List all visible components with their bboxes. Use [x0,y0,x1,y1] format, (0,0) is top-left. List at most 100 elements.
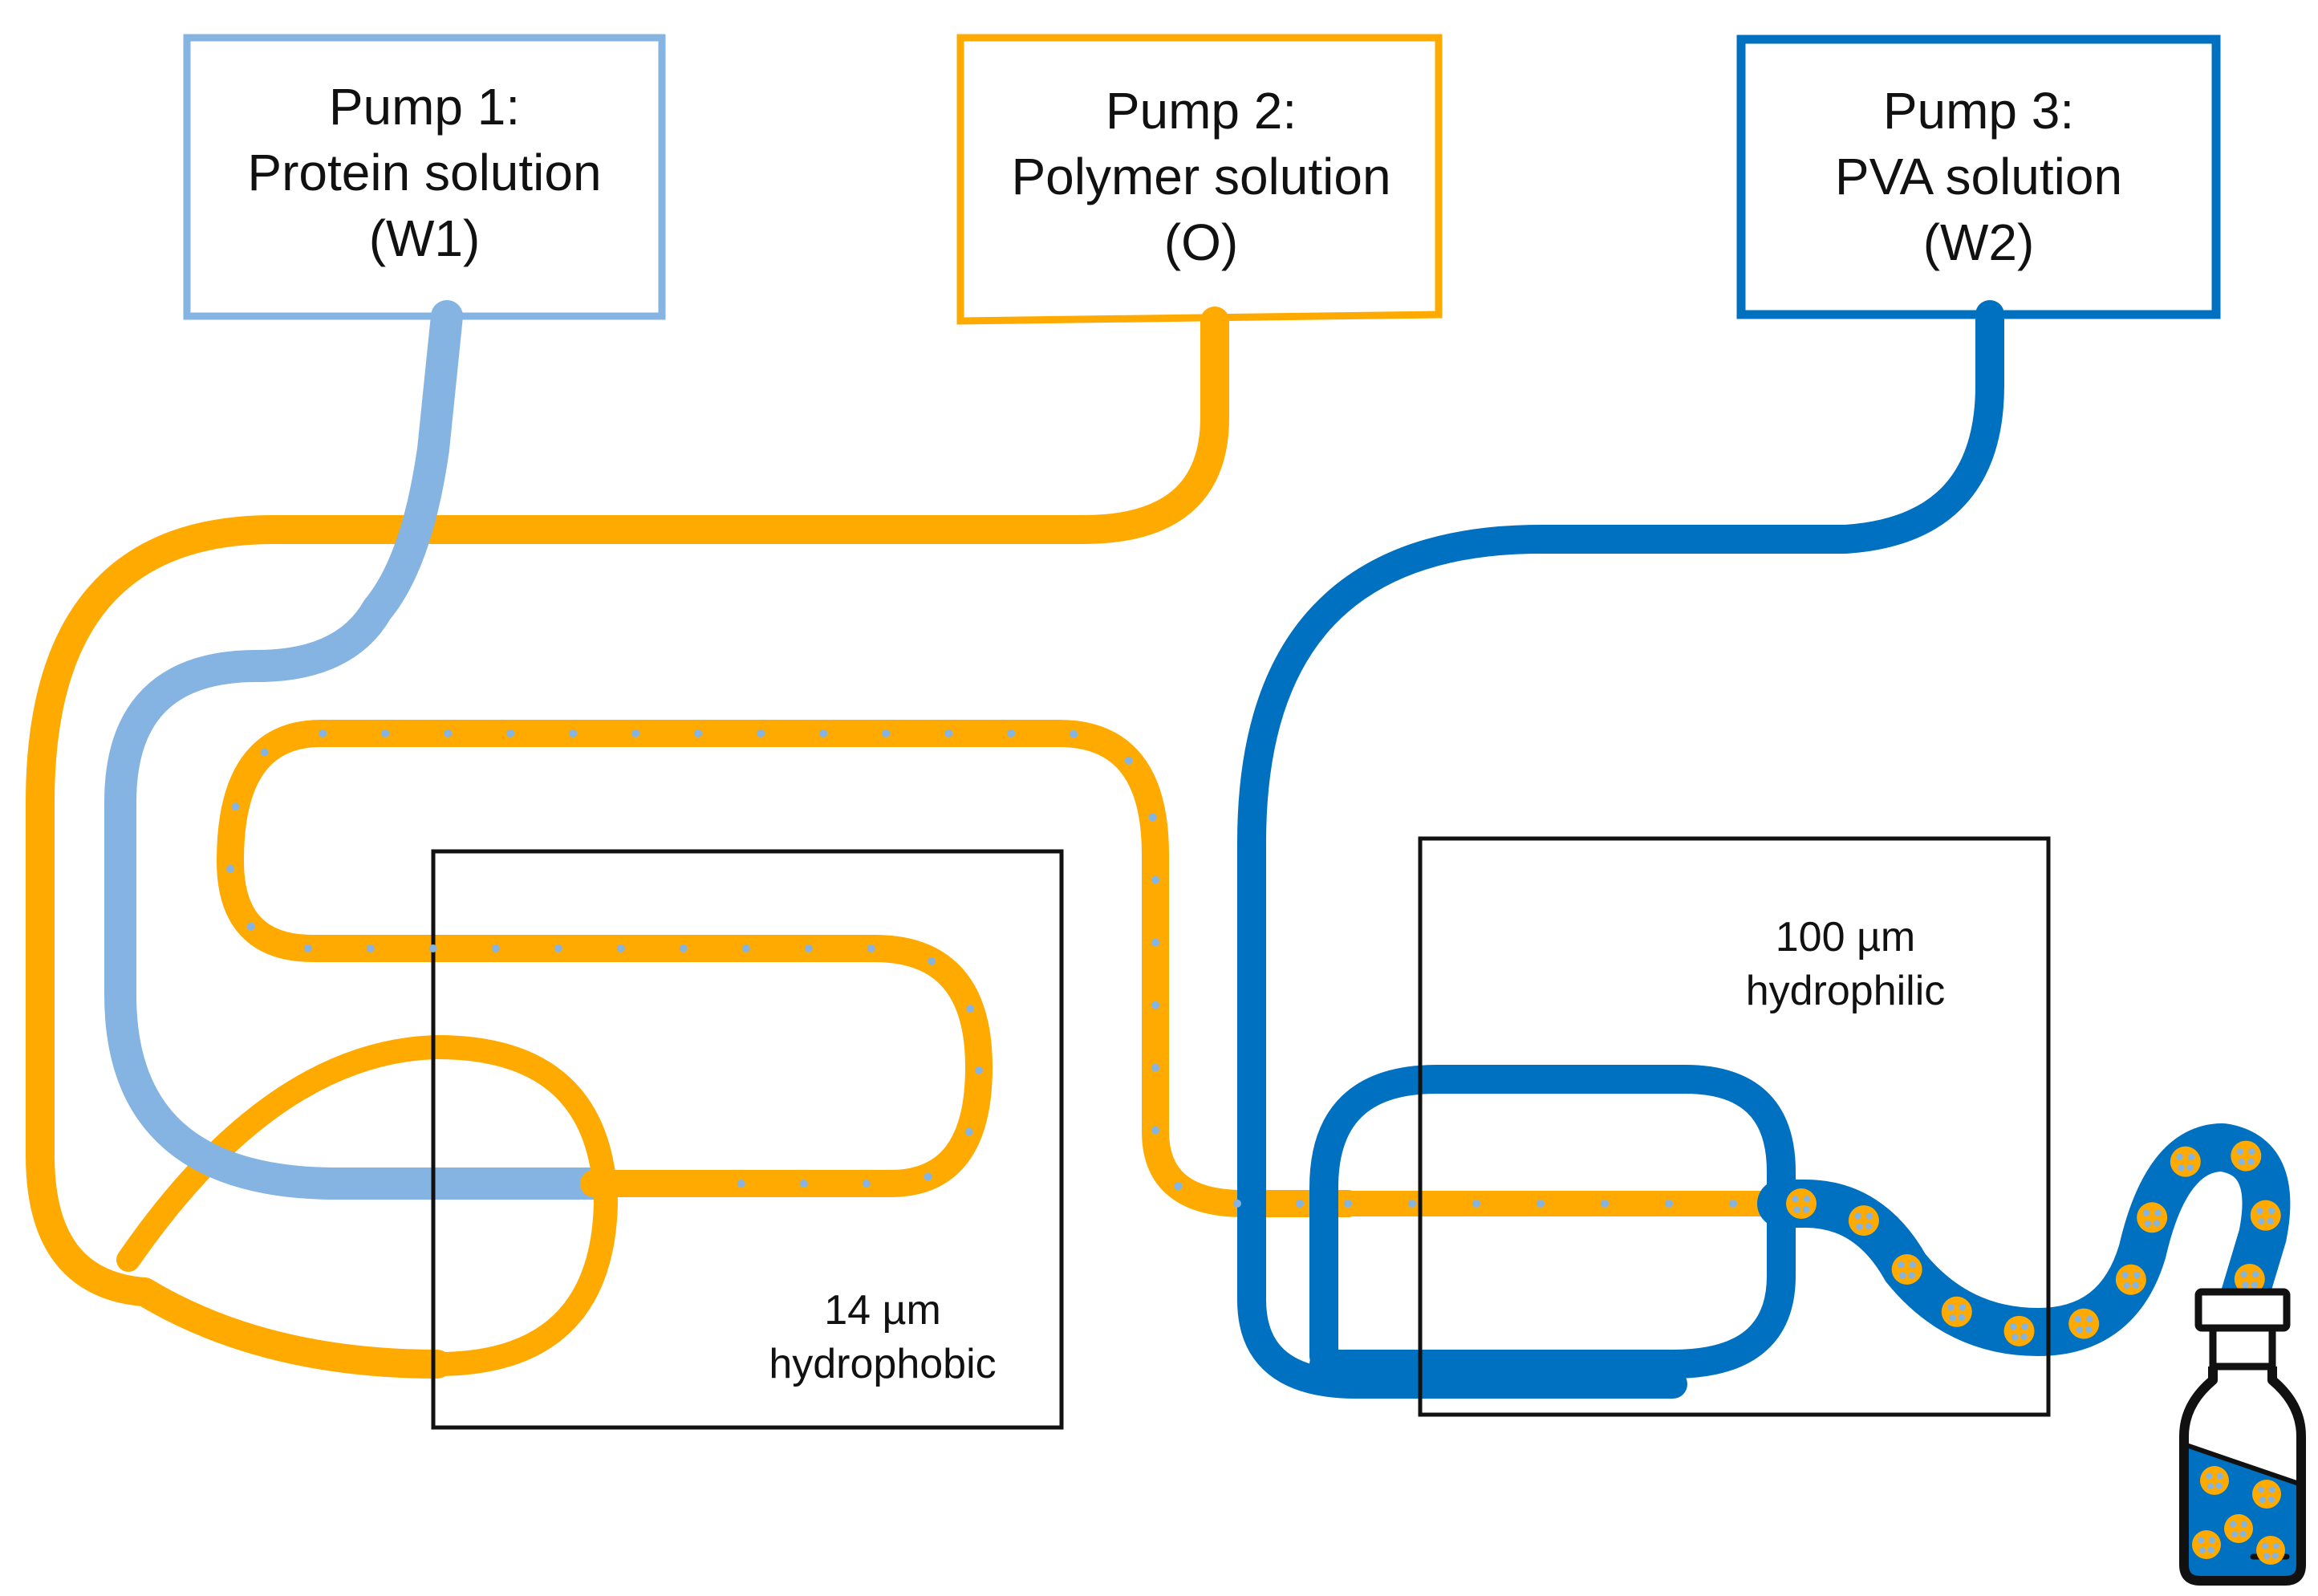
pump3-box: Pump 3: PVA solution (W2) [1736,35,2221,319]
particle-core [2268,1486,2275,1493]
particle-core [2239,1530,2247,1537]
chip1-frame [431,849,1064,1430]
particle-core [2251,1281,2259,1289]
particle-icon [2224,1514,2253,1543]
w1-droplet [741,944,750,952]
particle-core [1899,1272,1906,1279]
chip2-size-label: 100 µm [1776,914,1915,960]
particle-core [2208,1537,2215,1544]
particle-core [2258,1218,2265,1225]
particle-core [2231,1531,2238,1538]
w1-droplet [303,944,312,952]
pump3-label-title: Pump 3: [1883,82,2074,140]
particle-core [2021,1323,2028,1330]
w1-o-droplet-channel [217,720,1362,1217]
w1-droplet [975,1066,983,1074]
w1-droplet [1729,1200,1737,1208]
vial-neck [2209,1324,2276,1371]
particle-shell [1786,1188,1817,1219]
particle-core [2010,1323,2017,1330]
w1-droplet [1537,1200,1545,1208]
particle-core [1909,1261,1917,1269]
particle-core [2206,1472,2213,1480]
particle-core [2271,1552,2279,1559]
particle-icon [2250,1200,2281,1231]
vial-body [2179,1367,2306,1586]
pump2-box: Pump 2: Polymer solution (O) [956,34,1443,325]
w1-droplet [616,944,625,952]
outlet-tube [1757,1123,2291,1356]
particle-shell [1848,1205,1879,1237]
w1-droplet [966,1005,975,1013]
w1-droplet [1601,1200,1609,1208]
particle-core [2215,1482,2223,1489]
vial-particles [2192,1466,2285,1565]
particle-shell [2231,1140,2262,1172]
particle-shell [2224,1514,2253,1543]
particle-core [1792,1196,1799,1203]
w1-droplet [444,729,453,737]
particle-core [2176,1153,2183,1161]
particle-core [2154,1220,2161,1227]
chip2-frame [1418,836,2051,1417]
w1-droplet [366,944,375,952]
w1-droplet [506,729,515,737]
particle-icon [1848,1205,1879,1237]
pump1-label-title: Pump 1: [329,78,520,136]
particle-core [2251,1271,2259,1278]
particle-shell [2137,1202,2168,1233]
particle-core [2272,1542,2279,1549]
pump1-label-solution: Protein solution [247,144,601,201]
w1-droplet [1174,1182,1183,1191]
w1-droplet [1151,1063,1159,1072]
particle-core [1856,1223,1863,1230]
chip1-size-label: 14 µm [824,1287,941,1334]
particle-core [2198,1537,2205,1544]
pump2-label-phase: (O) [1164,213,1238,271]
pva-inner-loop [1309,1065,1796,1379]
particle-core [2242,1281,2249,1289]
w1-droplet [1408,1200,1416,1208]
particle-core [2262,1542,2269,1549]
pump1-label-phase: (W1) [369,209,481,267]
w1-droplet [1296,1200,1304,1208]
particle-core [1802,1206,1810,1213]
particle-shell [2192,1530,2221,1559]
w1-droplet [757,729,765,737]
pva-tube [1237,300,2004,1399]
w1-droplet [964,1127,973,1136]
particle-shell [2003,1315,2035,1346]
particle-core [1959,1303,1967,1311]
particle-shell [2068,1308,2100,1339]
particle-core [2207,1483,2214,1490]
w1-droplet [694,729,703,737]
vial-cap [2194,1288,2291,1332]
particle-icon [2003,1315,2035,1346]
particle-core [2267,1207,2275,1215]
particle-icon [1941,1296,1972,1327]
particle-core [2256,1207,2263,1215]
oil-lower-arc-tube [130,1277,452,1379]
w1-droplet [631,729,640,737]
particle-core [2187,1153,2195,1161]
particle-core [1804,1196,1811,1203]
particle-icon [2231,1140,2262,1172]
particle-icon [2068,1308,2100,1339]
oil-upper-arc-tube [116,1035,449,1272]
particle-icon [2252,1480,2281,1509]
w1-droplet [1151,875,1159,884]
w1-droplet [554,944,562,952]
particle-core [2144,1220,2151,1228]
particle-core [2236,1147,2244,1155]
particle-icon [2115,1264,2146,1295]
particle-core [1898,1261,1905,1269]
w1-droplet [804,944,813,952]
w1-droplet [231,802,240,811]
particle-icon [2256,1536,2285,1565]
particle-core [1854,1212,1861,1220]
pump3-label-phase: (W2) [1923,213,2035,271]
particle-core [1865,1212,1873,1220]
particle-core [2267,1496,2275,1503]
particle-core [2074,1315,2082,1323]
particle-core [2199,1547,2206,1554]
